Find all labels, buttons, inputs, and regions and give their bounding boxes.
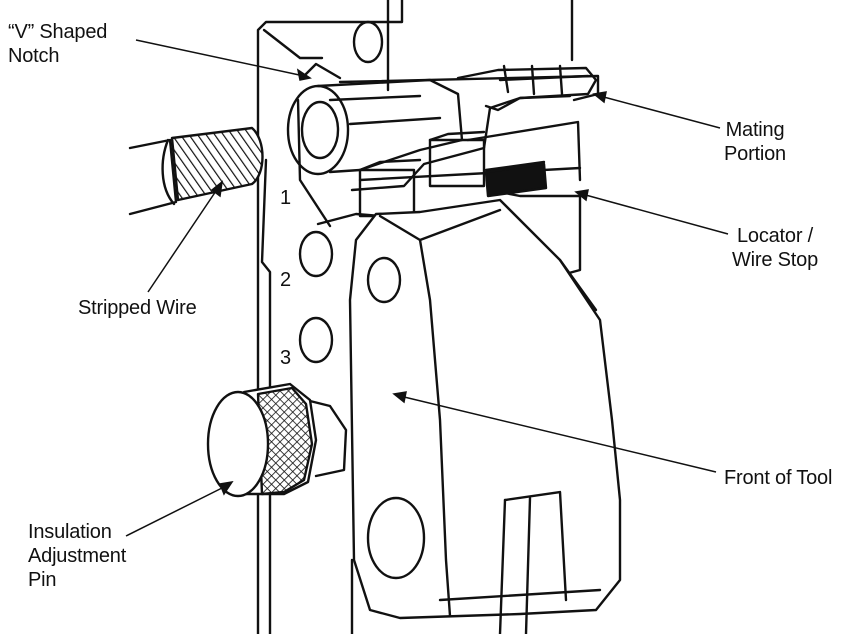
label-insulation-adjustment-pin: Insulation Adjustment Pin — [28, 521, 127, 591]
leader-stripped-wire — [147, 187, 219, 293]
label-front-of-tool: Front of Tool — [724, 467, 833, 489]
label-stripped-wire: Stripped Wire — [78, 297, 197, 319]
position-number-3: 3 — [280, 347, 291, 369]
label-v-shaped-notch: “V” Shaped Notch — [8, 21, 108, 67]
insulation-adjustment-pin — [206, 382, 348, 498]
front-of-tool — [348, 198, 622, 634]
frame-hole-top — [352, 20, 384, 64]
leader-insulation — [125, 485, 227, 537]
position-number-1: 1 — [280, 187, 291, 209]
label-mating-portion: Mating Portion — [724, 119, 786, 165]
position-hole-2 — [298, 230, 334, 278]
v-notch — [300, 62, 342, 80]
leader-locator — [581, 193, 729, 235]
mating-portion — [456, 64, 598, 112]
stripped-wire — [128, 126, 264, 216]
label-locator-wire-stop: Locator / Wire Stop — [732, 225, 819, 271]
position-hole-3 — [298, 316, 334, 364]
leader-mating — [599, 95, 721, 129]
locator-slot — [484, 162, 548, 198]
leader-front-of-tool — [399, 395, 717, 473]
position-number-2: 2 — [280, 269, 291, 291]
leader-v-notch — [135, 39, 305, 77]
